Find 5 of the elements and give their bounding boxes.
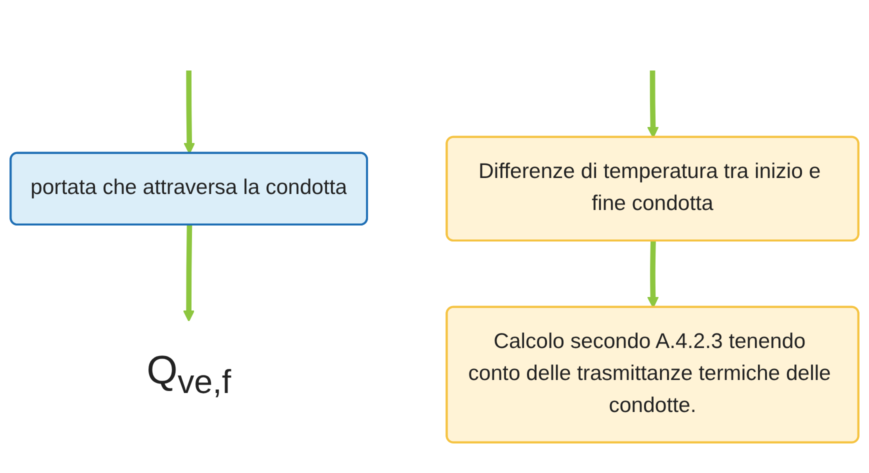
arrow (182, 225, 195, 322)
node-text: Q$_{ve,f}$ (146, 349, 232, 401)
arrow (184, 70, 196, 154)
arrow (647, 241, 659, 308)
arrow (647, 70, 659, 138)
